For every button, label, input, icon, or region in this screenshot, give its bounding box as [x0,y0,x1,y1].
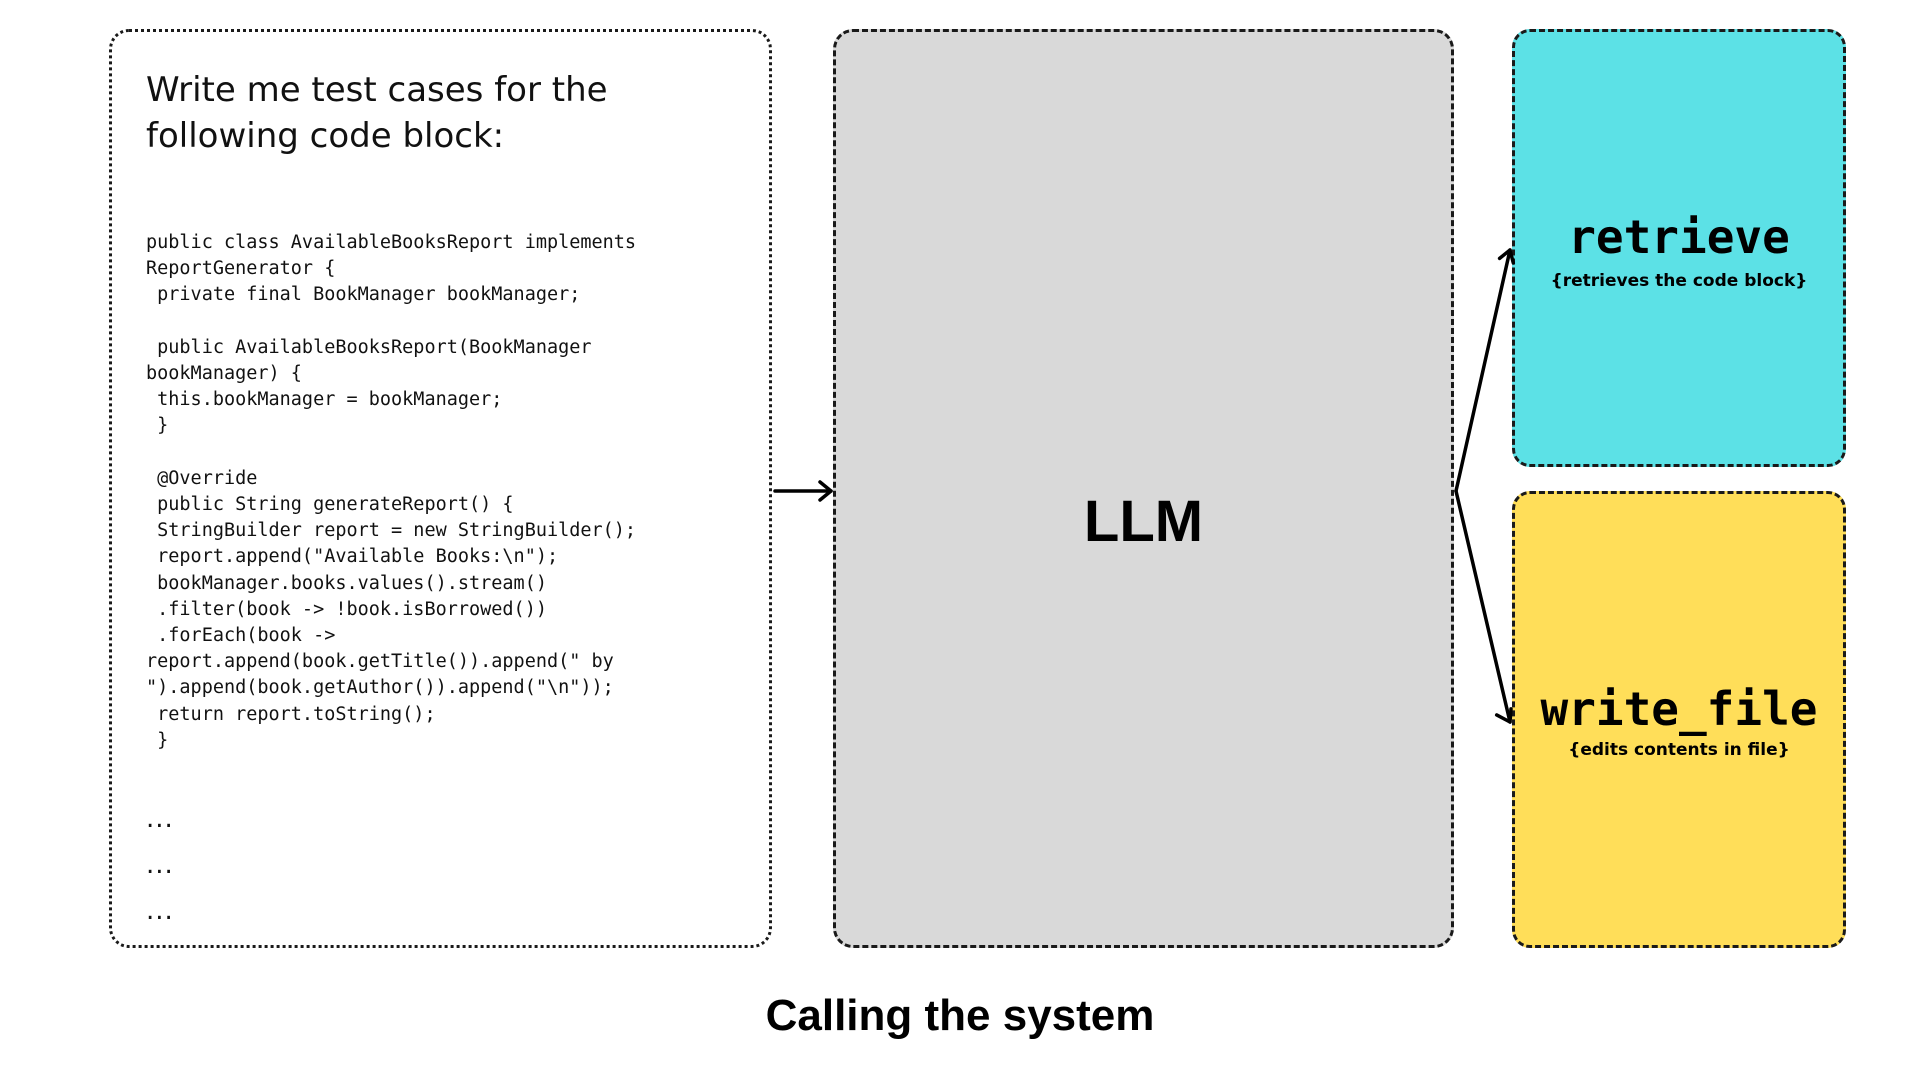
ellipsis-1: ... [146,804,174,834]
llm-to-retrieve-arrow [1454,248,1516,493]
code-block: public class AvailableBooksReport implem… [146,232,637,751]
retrieve-tool-name: retrieve [1568,210,1790,264]
retrieve-tool-description: {retrieves the code block} [1550,271,1808,291]
ellipsis-3: ... [146,896,174,926]
write-file-tool-name: write_file [1540,682,1818,736]
write-file-tool-box: write_file {edits contents in file} [1512,491,1846,948]
prompt-to-llm-arrow [773,480,833,502]
llm-box: LLM [833,29,1454,948]
diagram-caption: Calling the system [765,991,1155,1040]
retrieve-tool-box: retrieve {retrieves the code block} [1512,29,1846,467]
llm-to-write-file-arrow [1454,489,1513,724]
prompt-box: Write me test cases for the following co… [109,29,772,948]
write-file-tool-description: {edits contents in file} [1568,740,1790,760]
prompt-heading: Write me test cases for the following co… [146,70,608,156]
ellipsis-2: ... [146,850,174,880]
llm-label: LLM [1083,489,1204,554]
